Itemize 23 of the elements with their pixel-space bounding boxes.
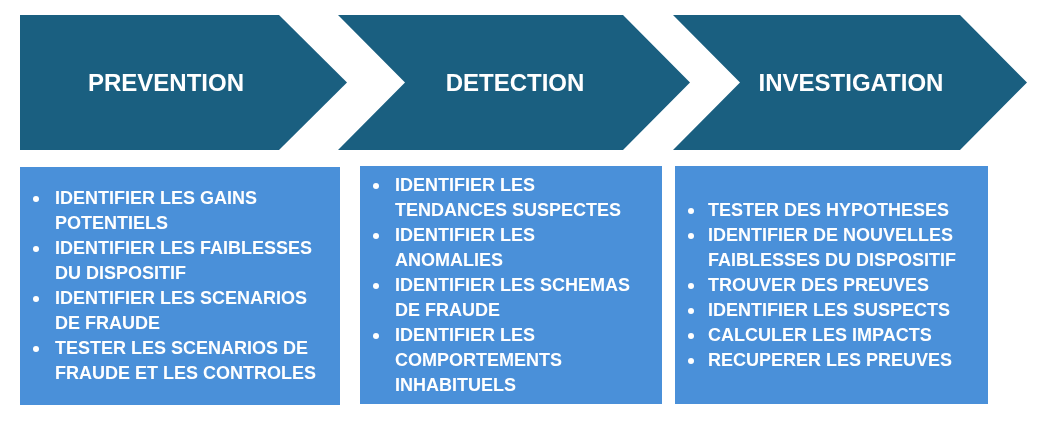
stage-header [673, 15, 1027, 150]
list-item-text: IDENTIFIER LES COMPORTEMENTS INHABITUELS [395, 323, 563, 397]
step-panel [20, 167, 340, 405]
list-item-text: CALCULER LES IMPACTS [708, 323, 933, 347]
stage-title: DETECTION [445, 68, 585, 97]
list-item-text: IDENTIFIER LES SCENARIOS DE FRAUDE [55, 287, 309, 335]
list-item-text: IDENTIFIER DE NOUVELLES FAIBLESSES DU DISPOSITIF [708, 223, 958, 272]
list-item-text: IDENTIFIER LES SUSPECTS [708, 298, 952, 322]
list-item-text: IDENTIFIER LES SCHEMAS DE FRAUDE [395, 273, 632, 322]
list-item-text: IDENTIFIER LES FAIBLESSES DU DISPOSITIF [55, 237, 314, 285]
stage-header [20, 15, 347, 150]
stage-title: PREVENTION [88, 68, 244, 97]
list-item-text: IDENTIFIER LES GAINS POTENTIELS [55, 187, 259, 235]
list-item-text: RECUPERER LES PREUVES [708, 348, 954, 372]
list-item-text: IDENTIFIER LES ANOMALIES [395, 223, 536, 272]
list-item-text: TESTER LES SCENARIOS DE FRAUDE ET LES CONTROLES [55, 337, 317, 385]
list-item-text: IDENTIFIER LES TENDANCES SUSPECTES [395, 173, 623, 222]
stage-title: INVESTIGATION [758, 68, 944, 97]
list-item-text: TESTER DES HYPOTHESES [708, 198, 951, 222]
step-panel [360, 166, 662, 404]
step-panel [675, 166, 988, 404]
stage-header [338, 15, 690, 150]
list-item-text: TROUVER DES PREUVES [708, 273, 931, 297]
